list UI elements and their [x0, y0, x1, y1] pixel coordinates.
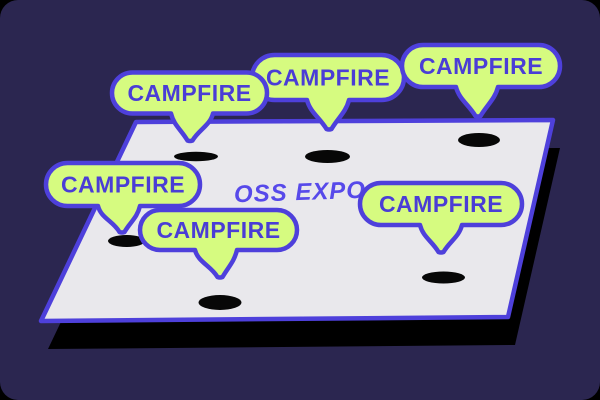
campfire-callout[interactable]: CAMPFIRE: [109, 70, 270, 144]
campfire-callout-balloon[interactable]: [109, 70, 270, 144]
campfire-callout-balloon[interactable]: [137, 207, 300, 280]
campfire-callout-label: CAMPFIRE: [61, 172, 185, 198]
campfire-callout-balloon[interactable]: [399, 42, 563, 119]
floor-title: OSS EXPO: [234, 177, 367, 209]
campfire-callout-balloon[interactable]: [357, 180, 525, 255]
campfire-callout-label: CAMPFIRE: [127, 80, 251, 106]
campfire-callout-label: CAMPFIRE: [156, 217, 280, 243]
campfire-callout[interactable]: CAMPFIRE: [399, 42, 563, 119]
campfire-spot: [458, 133, 500, 147]
campfire-spot: [174, 151, 218, 162]
campfire-spot: [305, 150, 350, 163]
campfire-callout[interactable]: CAMPFIRE: [43, 160, 203, 235]
campfire-callouts-layer: CAMPFIRE CAMPFIRE CAMPFIRE CAMPFIRE CAMPFIRE…: [43, 42, 563, 280]
campfire-spot: [108, 235, 145, 247]
campfire-spots-layer: [108, 133, 500, 310]
campfire-callout[interactable]: CAMPFIRE: [137, 207, 300, 280]
campfire-callout[interactable]: CAMPFIRE: [249, 52, 407, 132]
campfire-callout-balloon[interactable]: [43, 160, 203, 235]
campfire-spot: [198, 295, 242, 310]
campfire-callout[interactable]: CAMPFIRE: [357, 180, 525, 255]
campfire-callout-label: CAMPFIRE: [419, 53, 543, 79]
campfire-spot: [422, 271, 465, 284]
campfire-callout-label: CAMPFIRE: [379, 191, 503, 217]
campfire-callout-label: CAMPFIRE: [266, 65, 390, 91]
